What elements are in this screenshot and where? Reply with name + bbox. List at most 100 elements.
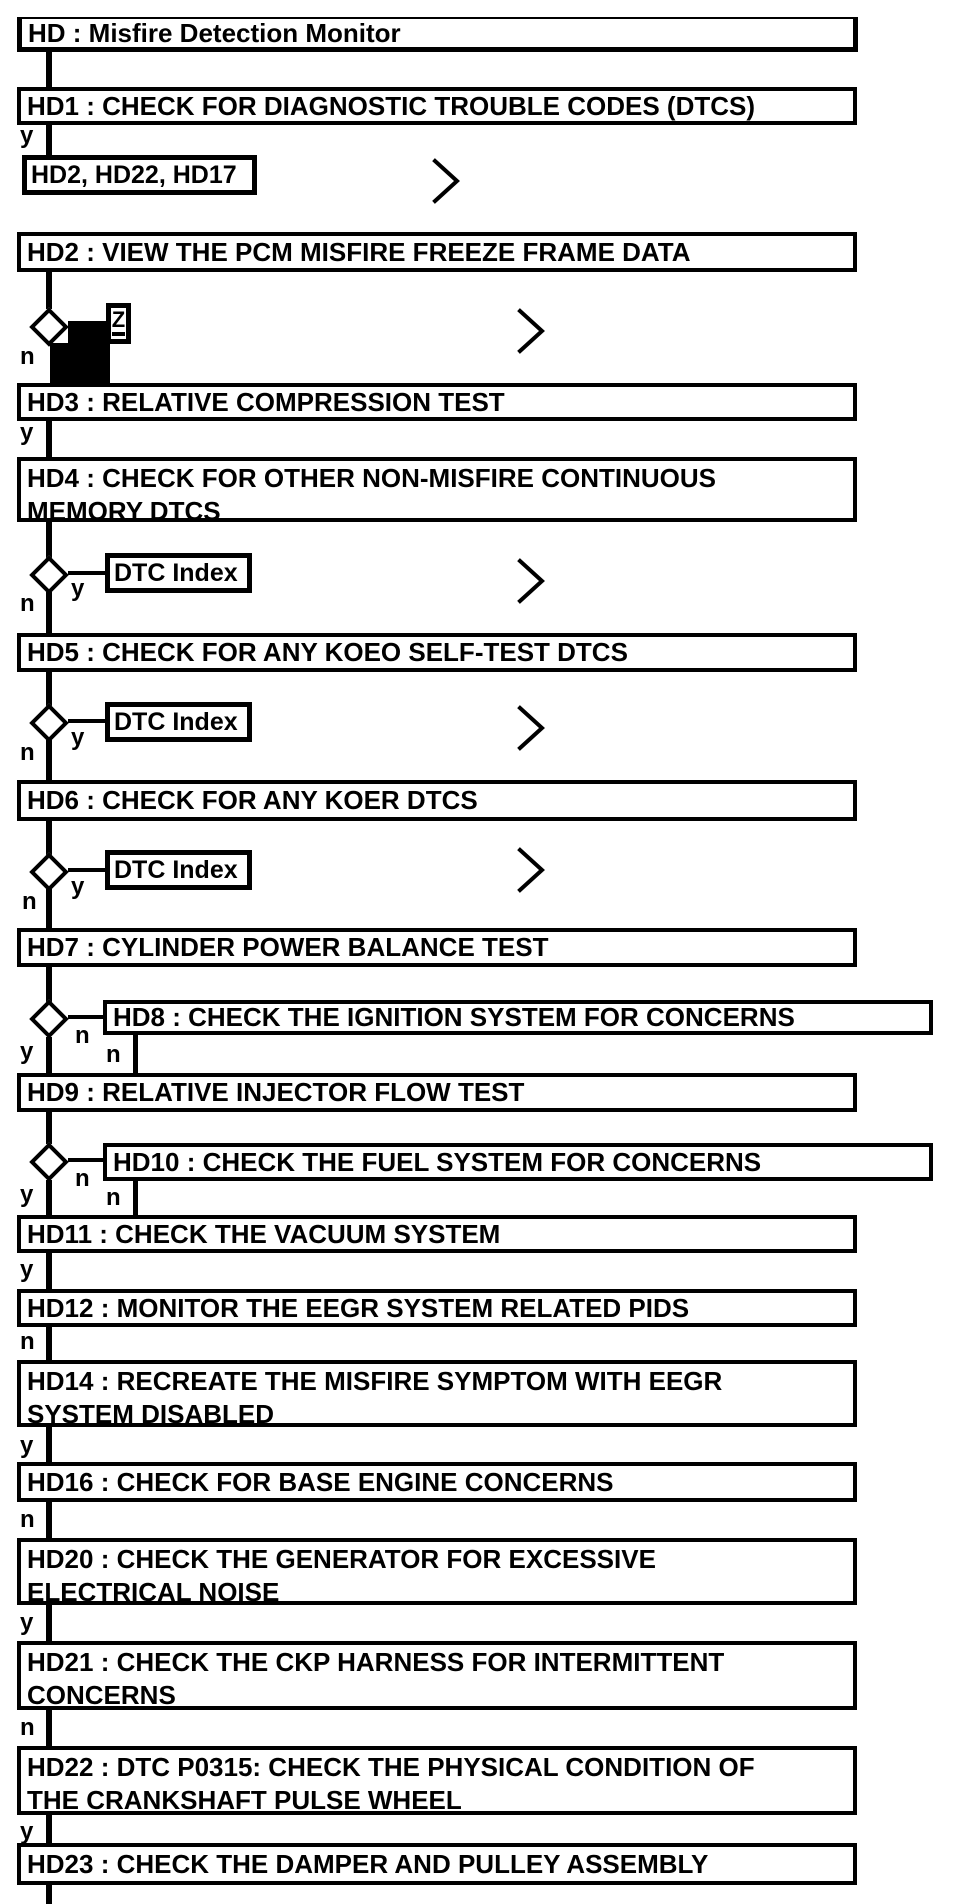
connector-line: [46, 1180, 52, 1215]
branch-label-no: n: [20, 1328, 35, 1355]
link-box-hd2-hd22-hd17[interactable]: HD2, HD22, HD17: [22, 155, 257, 195]
branch-label-yes: y: [20, 1432, 34, 1459]
decision-diamond: [29, 999, 69, 1039]
branch-label-no: n: [20, 590, 35, 617]
flow-box-hd3: HD3 : RELATIVE COMPRESSION TEST: [17, 383, 857, 421]
decision-diamond: [29, 555, 69, 595]
dtc-index-link[interactable]: DTC Index: [105, 702, 252, 742]
branch-label-yes: y: [71, 575, 85, 602]
branch-label-yes: y: [20, 1256, 34, 1283]
dtc-index-label: DTC Index: [114, 855, 238, 884]
flow-box-hd11-label: HD11 : CHECK THE VACUUM SYSTEM: [27, 1218, 501, 1249]
connector-line: [46, 1605, 52, 1641]
flow-box-hd8: HD8 : CHECK THE IGNITION SYSTEM FOR CONC…: [103, 1000, 933, 1035]
connector-line: [46, 1112, 52, 1144]
connector-line: [46, 52, 52, 87]
connector-line: [46, 592, 52, 633]
connector-line: [46, 1885, 52, 1904]
flow-box-hd11: HD11 : CHECK THE VACUUM SYSTEM: [17, 1215, 857, 1253]
flow-box-hd12: HD12 : MONITOR THE EEGR SYSTEM RELATED P…: [17, 1289, 857, 1327]
dtc-index-label: DTC Index: [114, 558, 238, 587]
branch-label-no: n: [22, 888, 37, 915]
flow-box-hd1-label: HD1 : CHECK FOR DIAGNOSTIC TROUBLE CODES…: [27, 90, 755, 121]
flow-box-hd21-line1: HD21 : CHECK THE CKP HARNESS FOR INTERMI…: [27, 1647, 725, 1677]
flow-box-hd23-label: HD23 : CHECK THE DAMPER AND PULLEY ASSEM…: [27, 1848, 709, 1879]
flow-box-hd14-line1: HD14 : RECREATE THE MISFIRE SYMPTOM WITH…: [27, 1366, 723, 1396]
connector-line: [46, 740, 52, 780]
decision-diamond: [29, 307, 69, 347]
branch-label-no: n: [75, 1165, 90, 1192]
branch-label-yes: y: [71, 873, 85, 900]
flow-box-hd21-line2: CONCERNS: [27, 1680, 176, 1710]
flow-box-hd2-label: HD2 : VIEW THE PCM MISFIRE FREEZE FRAME …: [27, 236, 691, 267]
decision-diamond: [29, 852, 69, 892]
branch-label-yes: y: [20, 1609, 34, 1636]
connector-line: [46, 889, 52, 928]
z-link-label: Z: [111, 308, 126, 336]
flow-box-hd9-label: HD9 : RELATIVE INJECTOR FLOW TEST: [27, 1077, 525, 1107]
connector-line: [68, 868, 105, 872]
flow-box-hd22: HD22 : DTC P0315: CHECK THE PHYSICAL CON…: [17, 1746, 857, 1815]
branch-label-yes: y: [20, 1818, 34, 1845]
flow-box-hd: HD : Misfire Detection Monitor: [17, 17, 858, 52]
connector-line: [46, 272, 52, 309]
flow-box-hd5: HD5 : CHECK FOR ANY KOEO SELF-TEST DTCS: [17, 633, 857, 672]
flow-box-hd20-line2: ELECTRICAL NOISE: [27, 1577, 280, 1605]
flow-box-hd2: HD2 : VIEW THE PCM MISFIRE FREEZE FRAME …: [17, 232, 857, 272]
branch-label-no: n: [106, 1041, 121, 1068]
chevron-right-icon[interactable]: [432, 158, 460, 209]
flow-box-hd4-line2: MEMORY DTCS: [27, 496, 221, 522]
connector-line: [133, 1181, 138, 1215]
branch-label-yes: y: [20, 419, 34, 446]
flow-box-hd6: HD6 : CHECK FOR ANY KOER DTCS: [17, 780, 857, 821]
flow-box-hd5-label: HD5 : CHECK FOR ANY KOEO SELF-TEST DTCS: [27, 637, 628, 667]
flow-box-hd9: HD9 : RELATIVE INJECTOR FLOW TEST: [17, 1073, 857, 1112]
connector-line: [46, 522, 52, 559]
flow-box-hd8-label: HD8 : CHECK THE IGNITION SYSTEM FOR CONC…: [113, 1002, 795, 1032]
flow-box-hd22-line2: THE CRANKSHAFT PULSE WHEEL: [27, 1785, 462, 1815]
connector-line: [46, 1037, 52, 1074]
flow-box-hd7-label: HD7 : CYLINDER POWER BALANCE TEST: [27, 932, 549, 962]
flow-box-hd4-line1: HD4 : CHECK FOR OTHER NON-MISFIRE CONTIN…: [27, 463, 716, 493]
connector-line: [68, 1015, 103, 1019]
connector-line: [46, 1427, 52, 1462]
connector-line: [68, 571, 105, 575]
chevron-right-icon[interactable]: [517, 705, 545, 756]
branch-label-yes: y: [20, 1038, 34, 1065]
connector-line: [68, 1158, 103, 1162]
connector-line: [46, 821, 52, 858]
flow-box-hd16: HD16 : CHECK FOR BASE ENGINE CONCERNS: [17, 1462, 857, 1502]
decision-diamond: [29, 1142, 69, 1182]
chevron-right-icon[interactable]: [517, 558, 545, 609]
flow-box-hd4: HD4 : CHECK FOR OTHER NON-MISFIRE CONTIN…: [17, 457, 857, 522]
ink-blob: [68, 321, 110, 347]
branch-label-yes: y: [20, 122, 34, 149]
connector-line: [46, 1815, 52, 1843]
chevron-right-icon[interactable]: [517, 847, 545, 898]
flow-box-hd20-line1: HD20 : CHECK THE GENERATOR FOR EXCESSIVE: [27, 1544, 656, 1574]
connector-line: [46, 1253, 52, 1289]
connector-line: [46, 672, 52, 706]
dtc-index-link[interactable]: DTC Index: [105, 850, 252, 890]
flow-box-hd22-line1: HD22 : DTC P0315: CHECK THE PHYSICAL CON…: [27, 1752, 755, 1782]
connector-line: [46, 967, 52, 1005]
flow-box-hd10: HD10 : CHECK THE FUEL SYSTEM FOR CONCERN…: [103, 1143, 933, 1181]
flow-box-hd6-label: HD6 : CHECK FOR ANY KOER DTCS: [27, 785, 478, 815]
flow-box-hd7: HD7 : CYLINDER POWER BALANCE TEST: [17, 928, 857, 967]
connector-line: [46, 1327, 52, 1360]
connector-line: [46, 1710, 52, 1746]
dtc-index-link[interactable]: DTC Index: [105, 553, 252, 593]
flow-box-hd10-label: HD10 : CHECK THE FUEL SYSTEM FOR CONCERN…: [113, 1146, 762, 1177]
flow-box-hd-label: HD : Misfire Detection Monitor: [28, 17, 401, 48]
branch-label-yes: y: [20, 1181, 34, 1208]
branch-label-no: n: [20, 1506, 35, 1533]
connector-line: [68, 719, 105, 723]
flow-box-hd1: HD1 : CHECK FOR DIAGNOSTIC TROUBLE CODES…: [17, 87, 857, 125]
decision-diamond: [29, 703, 69, 743]
connector-line: [46, 1502, 52, 1538]
z-link-box[interactable]: Z: [106, 303, 131, 344]
flow-box-hd21: HD21 : CHECK THE CKP HARNESS FOR INTERMI…: [17, 1641, 857, 1710]
branch-label-no: n: [20, 343, 35, 370]
chevron-right-icon[interactable]: [517, 308, 545, 359]
